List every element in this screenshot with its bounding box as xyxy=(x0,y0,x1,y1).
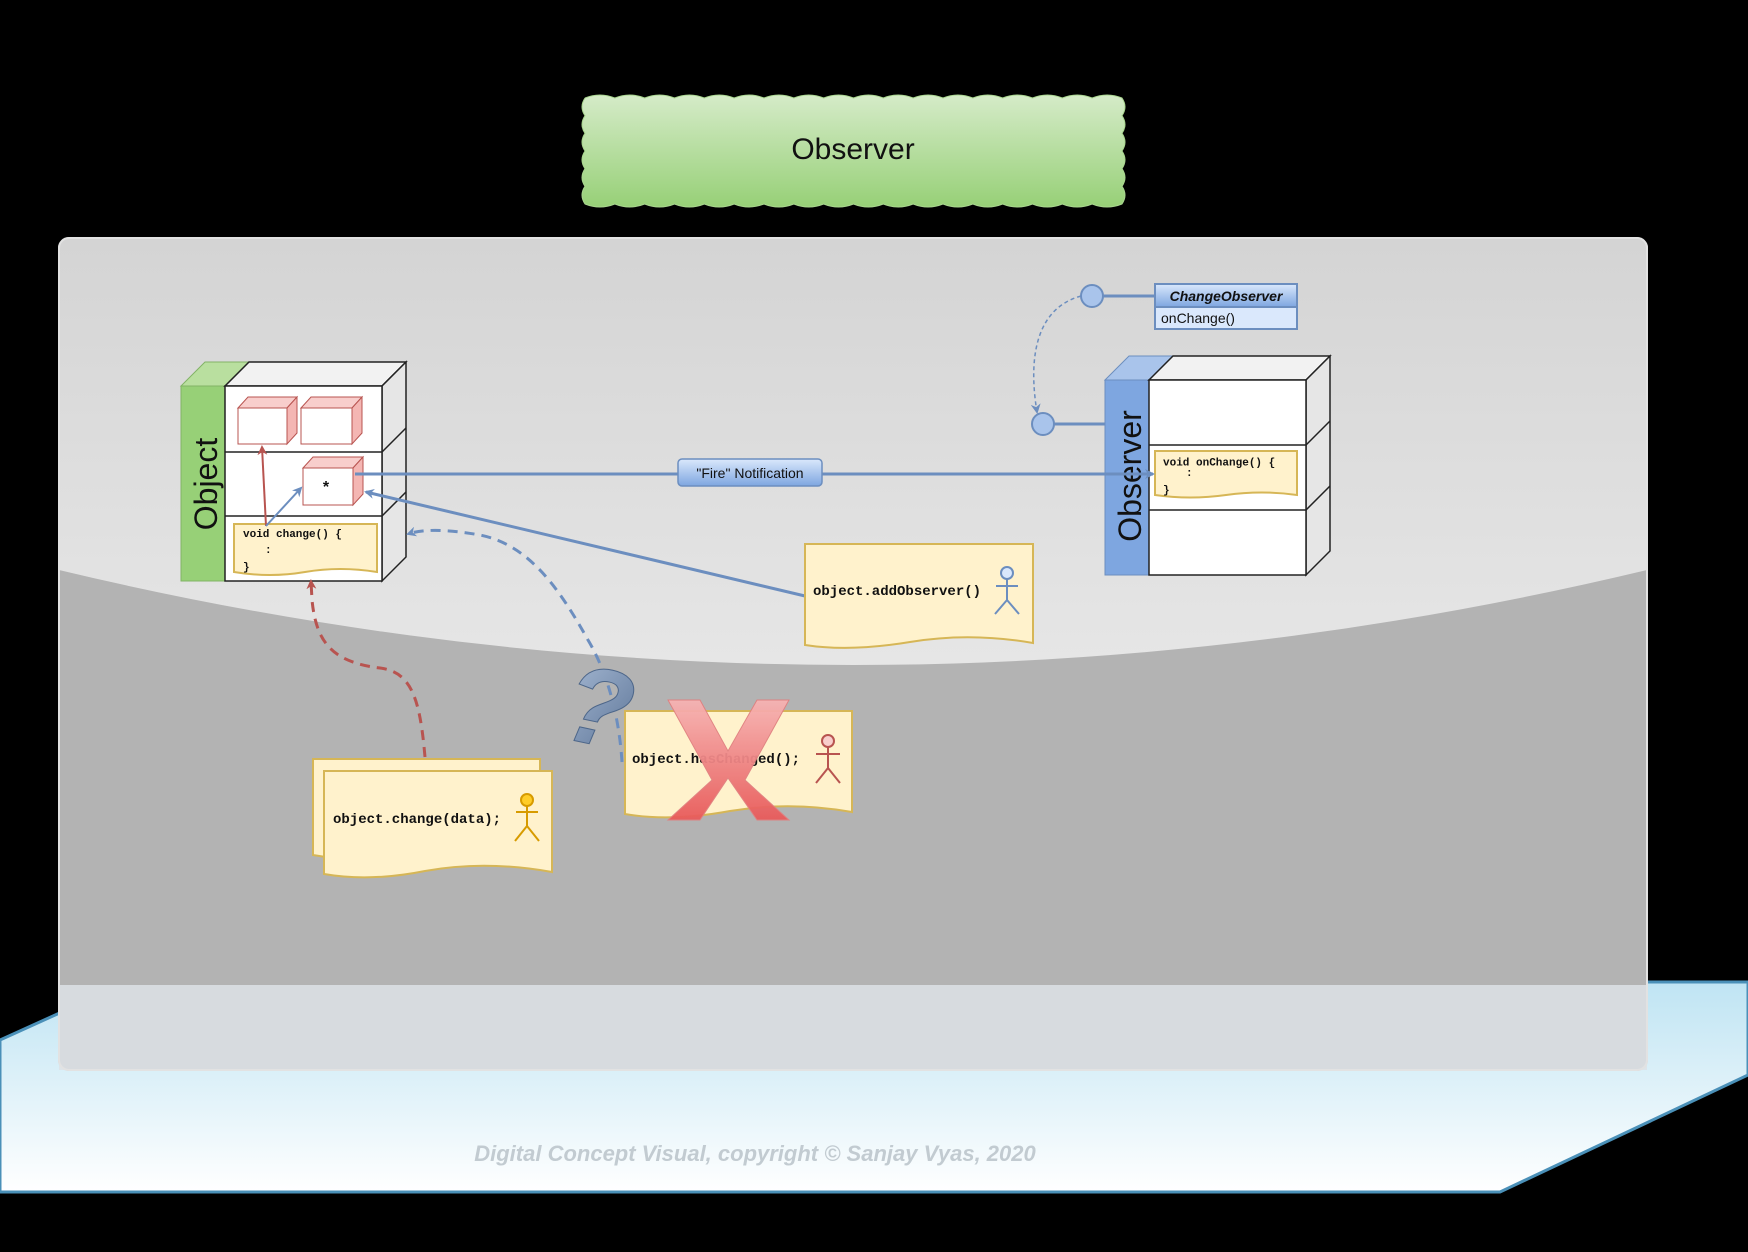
data-cube xyxy=(299,395,364,446)
observer-onchange-code: void onChange() { : } xyxy=(1154,450,1298,499)
add-observer-note[interactable]: object.addObserver() xyxy=(804,543,1034,649)
copyright-text: Digital Concept Visual, copyright © Sanj… xyxy=(474,1141,1036,1166)
object-component[interactable]: Object * void change() { : xyxy=(179,360,408,583)
code-line: } xyxy=(243,562,250,574)
page-title: Observer xyxy=(791,133,914,166)
fire-notification-label: "Fire" Notification xyxy=(696,465,803,481)
title-banner: Observer xyxy=(581,94,1126,208)
object-change-code: void change() { : } xyxy=(233,523,378,576)
observer-lollipop xyxy=(1031,412,1055,436)
observer-implements-interface xyxy=(1030,295,1105,436)
change-call-arrow xyxy=(306,579,427,758)
interface-lollipop xyxy=(1080,284,1104,308)
observer-list-cube: * xyxy=(301,455,365,507)
interface-name: ChangeObserver xyxy=(1170,288,1284,304)
change-data-note[interactable]: object.change(data); xyxy=(312,758,553,879)
code-line: : xyxy=(265,545,272,557)
change-data-text: object.change(data); xyxy=(333,812,501,828)
change-observer-interface[interactable]: ChangeObserver onChange() xyxy=(1080,283,1298,330)
actor-icon xyxy=(514,793,540,842)
data-cube xyxy=(236,395,299,446)
add-observer-connector xyxy=(364,488,806,598)
fire-notification-button[interactable] xyxy=(677,458,823,487)
code-line: } xyxy=(1163,485,1170,497)
star-label: * xyxy=(323,479,330,496)
interface-method: onChange() xyxy=(1161,310,1235,326)
has-changed-note[interactable]: object.hasChanged(); xyxy=(624,699,853,821)
poll-attempt-arrow xyxy=(406,526,624,763)
change-to-data-arrow xyxy=(257,445,268,527)
observer-label: Observer xyxy=(1112,410,1148,542)
actor-icon xyxy=(815,734,841,784)
change-to-list-arrow xyxy=(265,486,303,527)
object-label: Object xyxy=(188,438,224,531)
add-observer-text: object.addObserver() xyxy=(813,584,981,600)
cross-icon xyxy=(666,699,791,821)
observer-component[interactable]: void onChange() { : } Observer xyxy=(1103,354,1332,577)
fire-notification-connector: "Fire" Notification xyxy=(355,458,1155,487)
code-line: void change() { xyxy=(243,529,342,541)
code-line: : xyxy=(1186,468,1193,480)
code-line: void onChange() { xyxy=(1163,457,1275,469)
actor-icon xyxy=(994,566,1020,615)
